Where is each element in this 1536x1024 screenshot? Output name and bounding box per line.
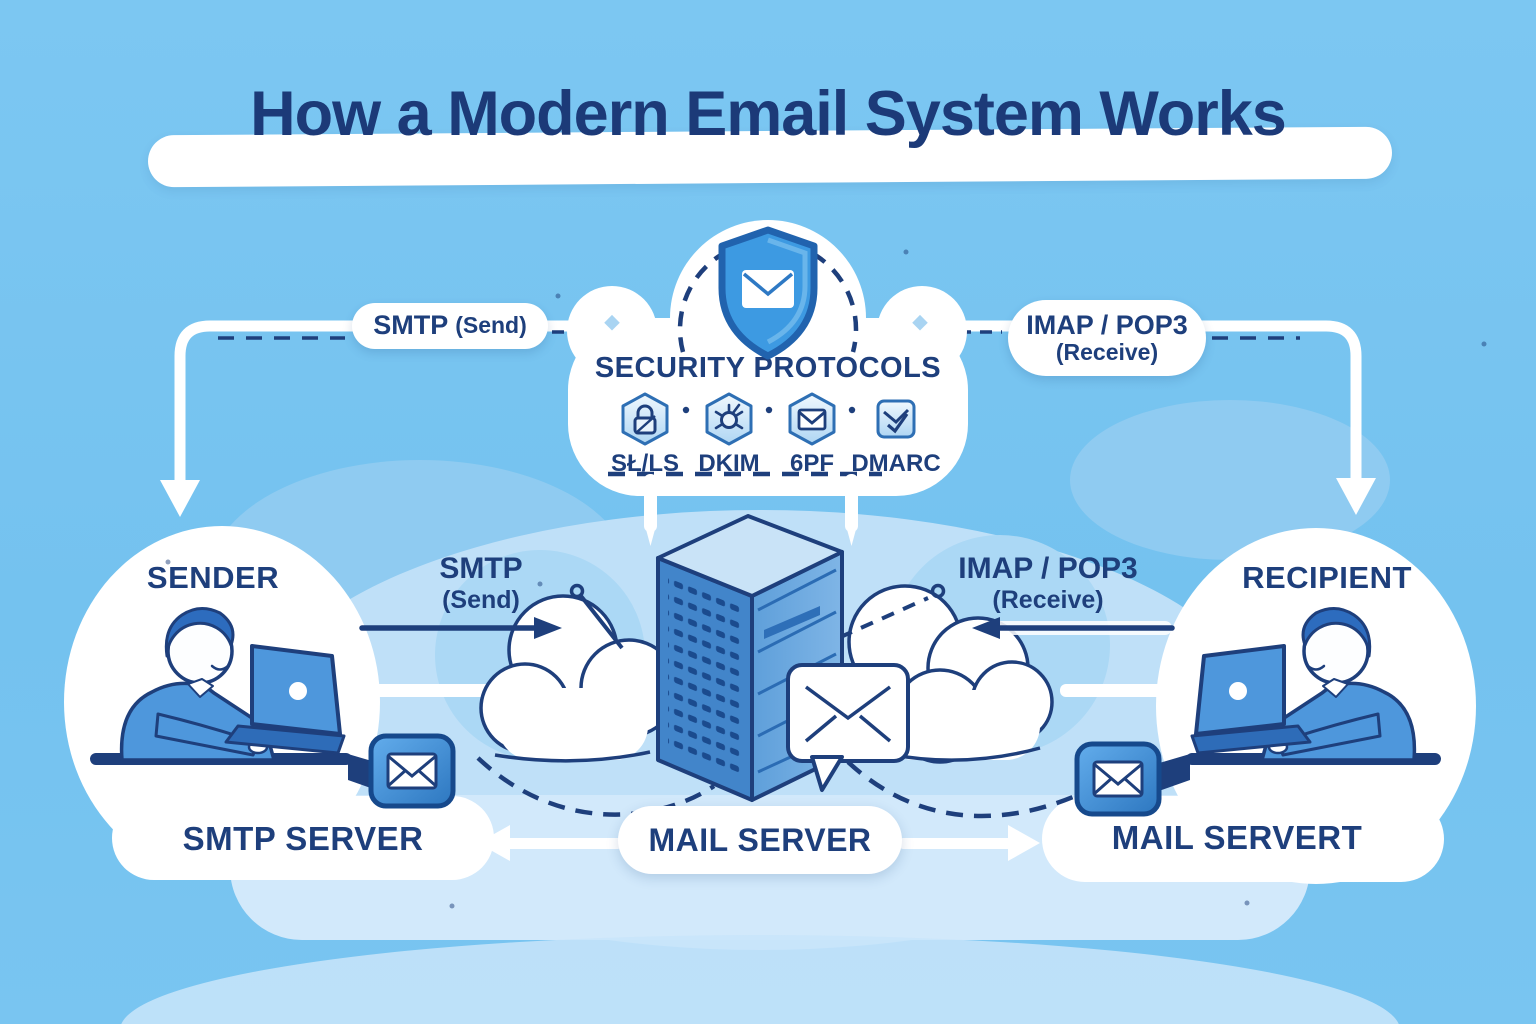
mail-server-label: MAIL SERVER — [648, 821, 872, 858]
hook-circle-right — [930, 583, 946, 599]
right-arrowhead — [1008, 825, 1040, 861]
smtp-send-protocol: SMTP — [373, 310, 449, 341]
envelope-badge-icon — [368, 733, 456, 809]
imap-receive-pill: IMAP / POP3 (Receive) — [1008, 300, 1206, 376]
outlined-cloud-right — [847, 584, 1054, 764]
smtp-send-pill: SMTP (Send) — [352, 303, 548, 349]
down-arrowhead-left — [160, 480, 200, 517]
envelope-speech-bubble-icon — [786, 663, 910, 792]
envelope-badge-icon — [1074, 741, 1162, 817]
imap-receive-protocol: IMAP / POP3 — [1026, 309, 1188, 340]
left-arrowhead — [478, 825, 510, 861]
protocol-label: SŁ/LS — [610, 450, 679, 477]
padlock-icon — [621, 392, 669, 446]
imap-receive-arrow — [972, 617, 1175, 639]
bug-burst-icon — [705, 392, 753, 446]
envelope-check-icon — [876, 399, 916, 439]
mid-imap-protocol: IMAP / POP3 — [958, 552, 1138, 585]
protocol-item-dkim: DKIM — [674, 392, 784, 478]
protocol-item-ssl-tls: SŁ/LS — [590, 392, 700, 478]
protocol-label: 6PF — [789, 450, 834, 477]
hook-circle-left — [569, 583, 585, 599]
envelope-hexagon-icon — [788, 392, 836, 446]
mid-smtp-protocol: SMTP — [439, 552, 523, 585]
cloud-to-server-links — [644, 474, 858, 546]
down-arrowhead-right — [1336, 478, 1376, 515]
protocol-label: DKIM — [698, 450, 760, 477]
mid-imap-mode: (Receive) — [992, 586, 1104, 614]
sender-label: SENDER — [146, 560, 280, 595]
smtp-server-label: SMTP SERVER — [182, 820, 424, 857]
smtp-send-arrow — [359, 617, 562, 639]
page-title: How a Modern Email System Works — [250, 79, 1287, 149]
mail-server-pill: MAIL SERVER — [618, 806, 902, 874]
protocol-label: DMARC — [851, 450, 941, 477]
protocol-item-spf: 6PF — [757, 392, 867, 478]
server-drive-slot — [764, 606, 820, 639]
person-laptop-icon — [1190, 607, 1417, 762]
bottom-flow-arrows — [478, 825, 1040, 861]
server-vents — [668, 576, 740, 778]
recipient-mail-server-label: MAIL SERVERT — [1111, 819, 1363, 856]
protocol-item-dmarc: DMARC — [841, 392, 951, 478]
recipient-label: RECIPIENT — [1242, 560, 1412, 595]
imap-receive-mode: (Receive) — [1055, 339, 1159, 366]
protocol-separator-dots — [682, 406, 856, 414]
imap-receive-connector — [894, 320, 1376, 515]
mid-smtp-mode: (Send) — [442, 586, 520, 614]
shield-envelope-icon — [718, 226, 818, 360]
person-laptop-icon — [119, 607, 346, 762]
smtp-send-mode: (Send) — [455, 312, 527, 339]
